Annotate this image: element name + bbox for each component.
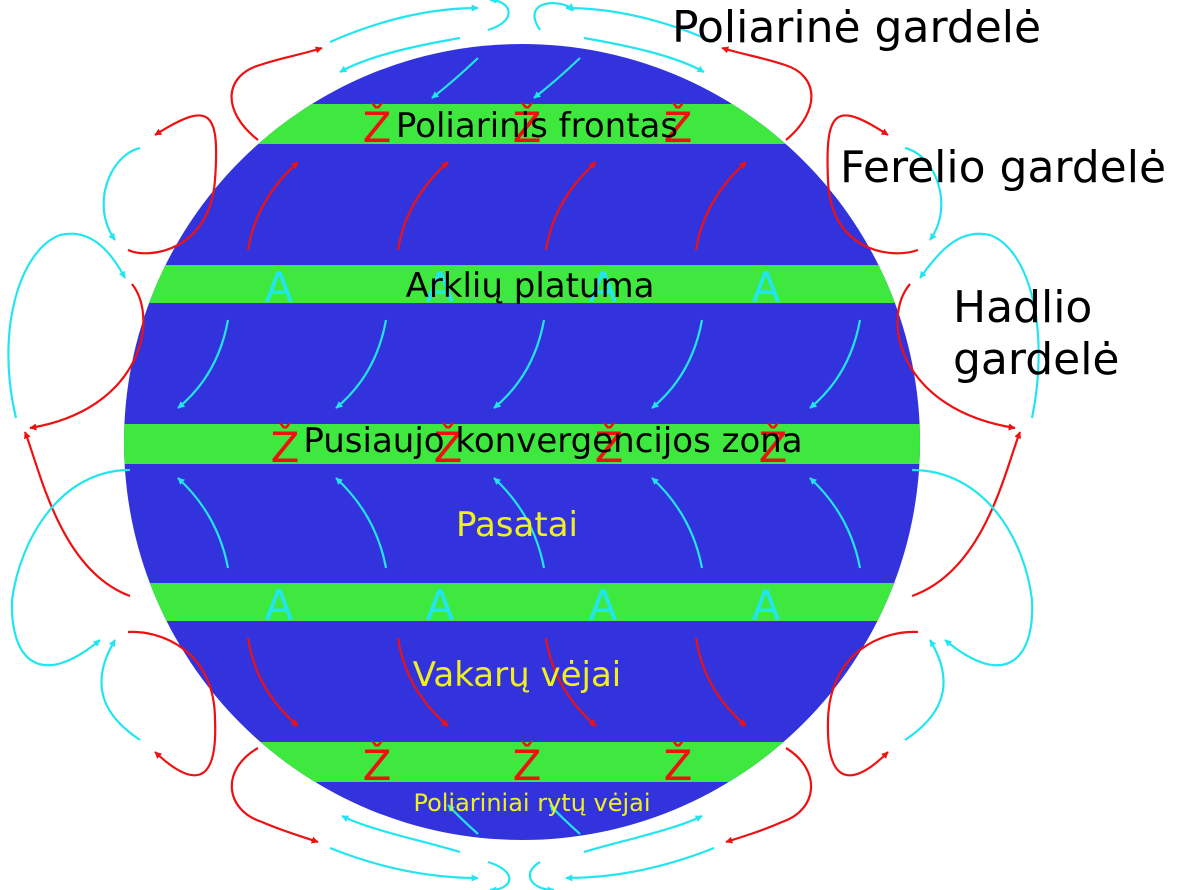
trade-wind-arrow [177,477,230,569]
trade-wind-arrow [177,319,230,409]
polar-cell-arrow [528,861,555,890]
polar-cell-arrow [565,846,715,882]
high-pressure-marker: A [589,263,618,312]
polar-easterly-arrow [431,57,479,99]
cell-label-hadley-line1: Hadlio [953,282,1093,333]
polar-cell-arrow [487,860,511,890]
cell-label-hadley: Hadlio gardelė [953,282,1120,386]
wind-label-westerlies: Vakarų vėjai [413,655,621,695]
high-pressure-marker: A [265,263,294,312]
wind-label-trade-winds: Pasatai [456,505,578,545]
trade-wind-arrow [809,477,862,569]
polar-easterly-arrow [533,57,581,99]
trade-wind-arrow [651,477,704,569]
polar-cell-arrow [329,4,479,44]
low-pressure-marker: Ž [434,422,463,472]
polar-cell-arrow [230,747,319,844]
high-pressure-marker: A [426,263,455,312]
trade-wind-arrow [335,477,388,569]
westerly-arrow [694,637,747,727]
polar-cell-arrow [487,0,510,32]
trade-wind-arrow [651,319,704,409]
cell-label-polar: Poliarinė gardelė [672,2,1042,53]
zone-label-polar-front: Poliarinis frontas [396,106,678,146]
trade-wind-arrow [809,319,862,409]
trade-wind-arrow [335,319,388,409]
hadley-cell-arrow [911,468,1034,667]
zone-label-itcz: Pusiaujo konvergencijos zona [303,421,802,461]
high-pressure-marker: A [752,263,781,312]
cell-label-ferrel: Ferelio gardelė [840,142,1167,193]
westerly-arrow [246,161,299,251]
cell-label-hadley-line2: gardelė [953,333,1120,385]
circulation-cell-loops [7,0,1040,890]
low-pressure-marker: Ž [664,102,693,152]
high-pressure-marker: A [265,581,294,630]
ferrel-cell-arrow [102,146,141,241]
westerly-arrow [694,161,747,251]
ferrel-cell-arrow [826,114,919,255]
belt-itcz [124,424,920,464]
zone-label-horse-latitudes: Arklių platuma [406,266,655,306]
low-pressure-marker: Ž [513,740,542,790]
belt-horse-latitudes-north [124,265,920,303]
low-pressure-marker: Ž [513,102,542,152]
low-pressure-marker: Ž [664,740,693,790]
ferrel-cell-arrow [826,630,919,777]
trade-wind-arrow [493,319,546,409]
polar-cell-arrow [341,815,461,854]
low-pressure-marker: Ž [759,422,788,472]
high-pressure-marker: A [426,581,455,630]
ferrel-cell-arrow [127,114,218,255]
high-pressure-marker: A [752,581,781,630]
ferrel-cell-arrow [904,639,945,741]
hadley-cell-arrow [911,431,1022,598]
ferrel-cell-arrow [127,630,217,777]
hadley-cell-arrow [29,283,145,431]
polar-cell-arrow [725,747,813,844]
trade-wind-arrow [493,477,546,569]
polar-cell-arrow [721,46,813,141]
westerly-arrow [396,161,449,251]
westerly-arrow [396,637,449,727]
westerly-arrow [246,637,299,727]
hadley-cell-arrow [23,431,131,598]
low-pressure-marker: Ž [363,102,392,152]
low-pressure-marker: Ž [271,422,300,472]
polar-cell-arrow [230,46,323,141]
polar-easterly-arrow [447,804,479,835]
ferrel-cell-arrow [100,639,141,741]
westerly-arrow [544,161,597,251]
surface-wind-arrows [177,57,862,835]
polar-easterly-arrow [549,804,581,835]
hadley-cell-arrow [7,232,126,419]
wind-label-polar-easterlies: Poliariniai rytų vėjai [413,789,650,817]
polar-cell-arrow [583,815,703,854]
westerly-arrow [544,637,597,727]
low-pressure-marker: Ž [595,422,624,472]
hadley-cell-arrow [919,232,1040,419]
polar-cell-arrow [583,36,705,73]
polar-cell-arrow [329,846,479,882]
low-pressure-marker: Ž [363,740,392,790]
high-pressure-marker: A [589,581,618,630]
pressure-markers: Ž Ž Ž A A A A Ž Ž Ž Ž A A A A Ž Ž Ž [265,102,788,790]
hadley-cell-arrow [10,468,131,667]
polar-cell-arrow [565,4,715,44]
polar-cell-arrow [339,36,461,73]
belt-horse-latitudes-south [124,583,920,621]
ferrel-cell-arrow [904,146,943,241]
hadley-cell-arrow [896,283,1016,431]
